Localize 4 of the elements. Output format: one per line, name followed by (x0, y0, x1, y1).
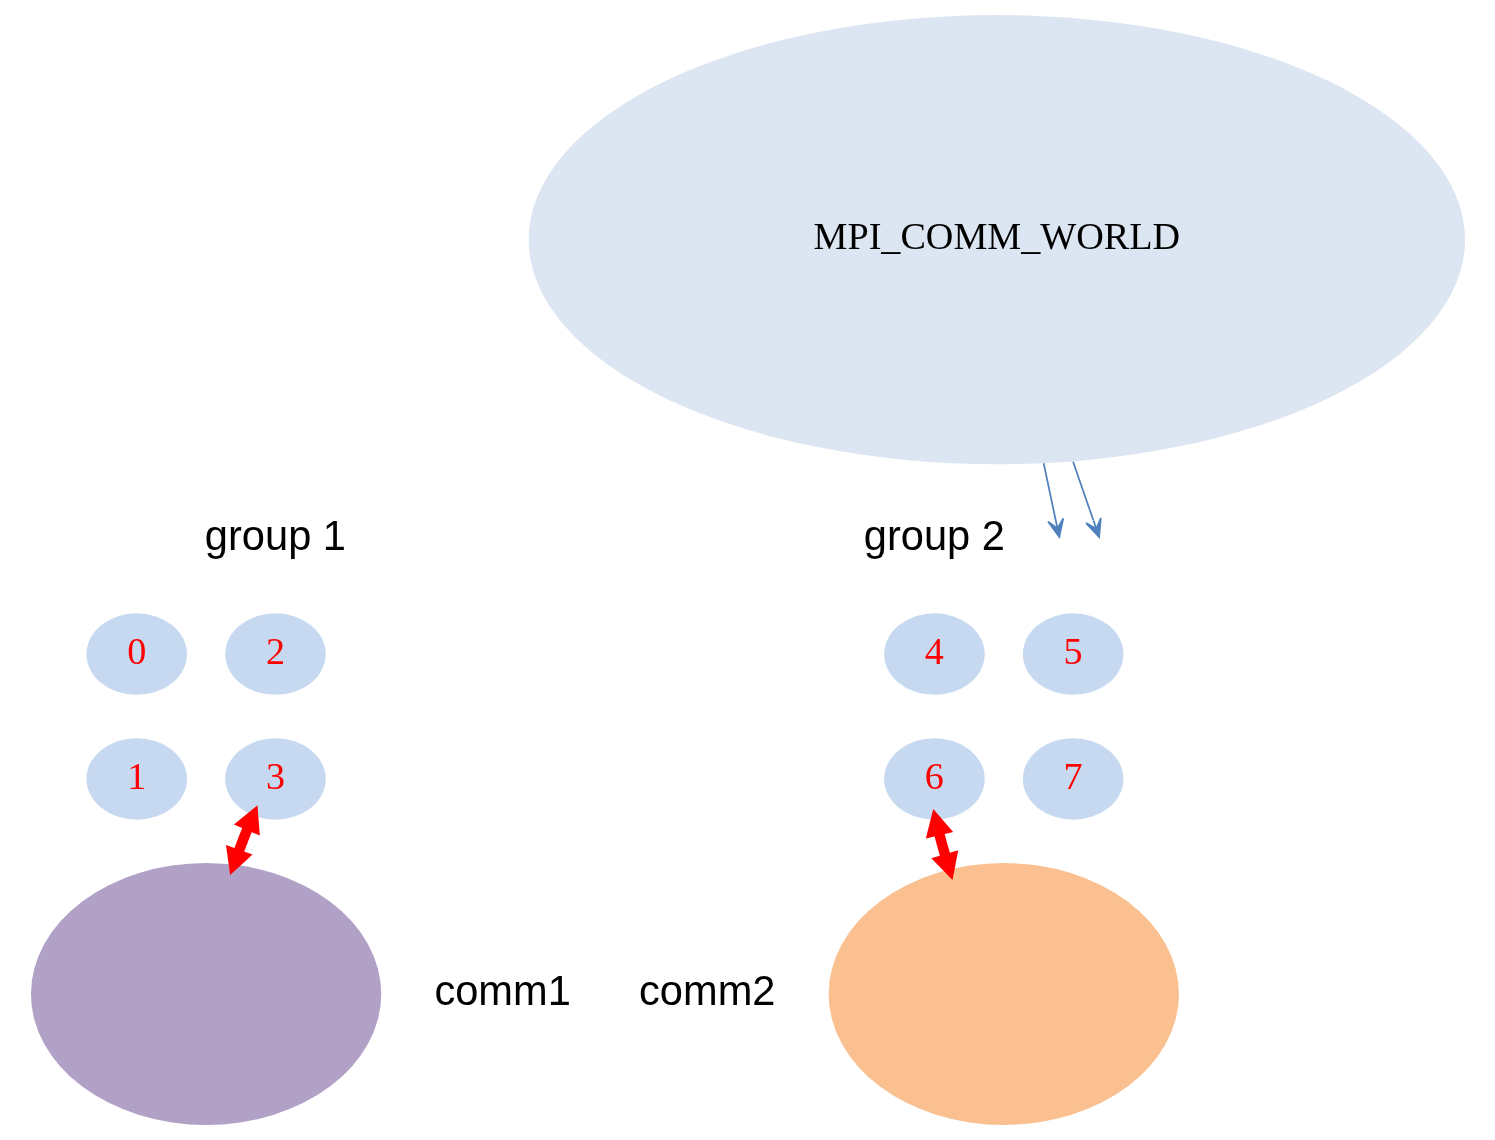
label: group 1 (204, 511, 346, 559)
node-label: comm2 (638, 966, 775, 1014)
label: group 2 (863, 511, 1005, 559)
node-label: comm1 (433, 966, 571, 1014)
